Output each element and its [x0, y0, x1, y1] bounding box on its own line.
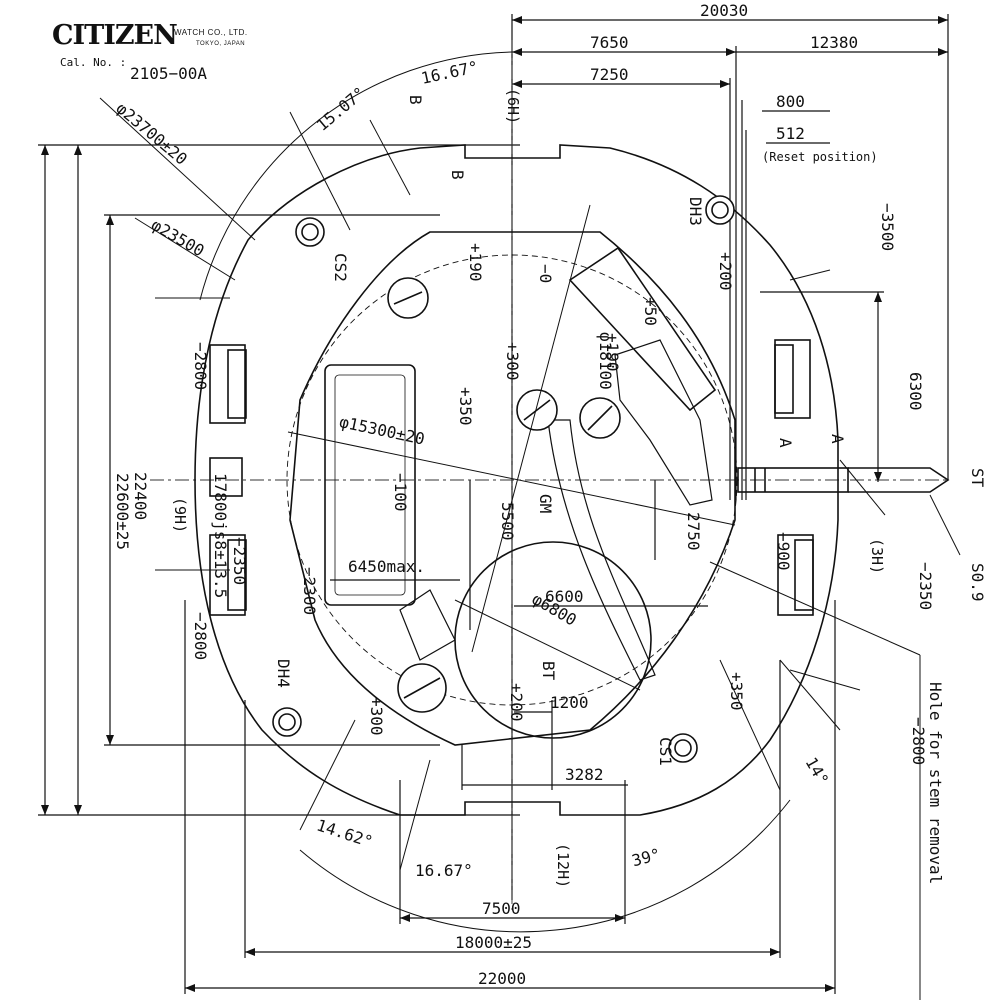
angle-16-67-top: 16.67° [419, 57, 479, 88]
offset-plus-190-a: +190 [466, 243, 485, 282]
offset-minus-2800-a: −2800 [191, 342, 210, 390]
offset-plus-300-a: +300 [503, 342, 522, 381]
company-city: TOKYO, JAPAN [196, 41, 246, 47]
offset-plus-350-a: +350 [456, 387, 475, 426]
label-cs2: CS2 [331, 253, 350, 282]
label-st: ST [968, 468, 987, 488]
diameter-23500: φ23500 [148, 215, 208, 260]
dim-6450-max: 6450max. [348, 557, 425, 576]
offset-plus-200-a: +200 [716, 252, 735, 291]
hole-for-stem-removal: Hole for stem removal [926, 682, 945, 884]
caliber-number: 2105−00A [130, 64, 208, 83]
section-b-2: B [448, 170, 467, 180]
dimension-labels: 20030 7650 12380 7250 800 512 (Reset pos… [112, 1, 987, 988]
dim-5500: 5500 [498, 502, 517, 541]
brand-logo: CITIZEN [52, 20, 178, 51]
dim-6300: 6300 [906, 372, 925, 411]
screws [272, 195, 735, 763]
section-a-1: A [776, 438, 795, 448]
hour-6h: (6H) [504, 88, 522, 124]
dim-22000: 22000 [478, 969, 526, 988]
leader-lines [99, 97, 961, 1000]
offset-minus-2800-b: −2800 [191, 612, 210, 660]
angle-14: 14° [802, 754, 833, 789]
dim-2750: 2750 [684, 512, 703, 551]
offset-plus-190-b: +190 [603, 333, 622, 372]
movement-outline [194, 51, 950, 933]
angle-14-62: 14.62° [314, 815, 375, 851]
dim-6600: 6600 [545, 587, 584, 606]
dim-7500: 7500 [482, 899, 521, 918]
dim-7650: 7650 [590, 33, 629, 52]
section-a-2: A [828, 434, 847, 444]
dim-18000: 18000±25 [455, 933, 532, 952]
label-dh3: DH3 [686, 197, 705, 226]
stem-size-s09: S0.9 [968, 563, 987, 602]
offset-plus-350-b: +350 [727, 672, 746, 711]
dim-17800: 17800js8±13.5 [211, 473, 230, 598]
diameter-18100: φ18100 [596, 332, 615, 390]
offset-minus-900: −900 [774, 532, 793, 571]
angle-39: 39° [630, 845, 663, 871]
dim-20030: 20030 [700, 1, 748, 20]
dim-22400: 22400 [131, 472, 150, 520]
caliber-label: Cal. No. : [60, 56, 127, 69]
offset-minus-3500: −3500 [878, 203, 897, 251]
center-lines [150, 40, 950, 910]
angle-16-67-bottom: 16.67° [415, 861, 473, 880]
hour-9h: (9H) [171, 497, 189, 533]
offset-minus-2350-a: −2350 [916, 562, 935, 610]
diameter-23700: φ23700±20 [112, 99, 191, 169]
dim-512: 512 [776, 124, 805, 143]
section-b-1: B [406, 95, 425, 105]
dim-12380: 12380 [810, 33, 858, 52]
offset-minus-2350-b: −2350 [230, 537, 249, 585]
offset-plus-50: +50 [641, 297, 660, 326]
offset-minus-0: −0 [536, 264, 555, 283]
dim-1200: 1200 [550, 693, 589, 712]
diameter-15300: φ15300±20 [338, 412, 427, 449]
arrowheads [41, 16, 948, 992]
label-cs1: CS1 [656, 737, 675, 766]
label-bt: BT [539, 661, 558, 681]
reset-position-note: (Reset position) [762, 150, 878, 164]
dim-3282: 3282 [565, 765, 604, 784]
offset-minus-2300: −2300 [300, 567, 319, 615]
angle-15-07: 15.07° [313, 83, 369, 135]
label-dh4: DH4 [274, 659, 293, 688]
offset-minus-2800-c: −2800 [909, 717, 928, 765]
offset-plus-200-b: +200 [507, 683, 526, 722]
label-gm: GM [536, 494, 555, 513]
dim-7250: 7250 [590, 65, 629, 84]
offset-plus-300-b: +300 [367, 697, 386, 736]
hour-12h: (12H) [554, 843, 572, 888]
dim-22600: 22600±25 [113, 473, 132, 550]
offset-minus-100: −100 [391, 473, 410, 512]
dim-800: 800 [776, 92, 805, 111]
hour-3h: (3H) [868, 538, 886, 574]
company-name: WATCH CO., LTD. [174, 28, 248, 37]
